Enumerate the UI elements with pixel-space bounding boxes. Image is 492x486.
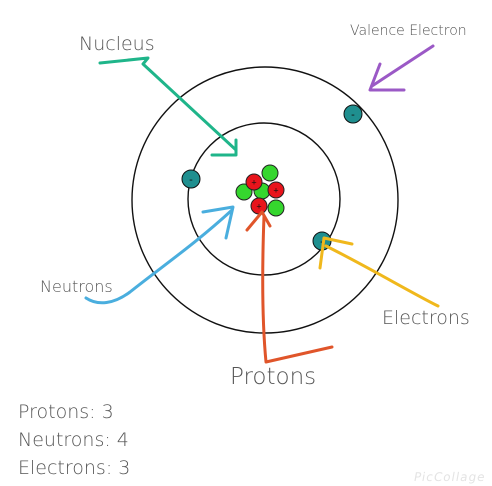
neutron [261, 164, 279, 182]
electron-sign: - [189, 174, 193, 186]
neutrons-count: Neutrons: 4 [18, 429, 129, 451]
atom-stats: Protons: 3 Neutrons: 4 Electrons: 3 [18, 398, 130, 482]
valence-electron-arrow [368, 44, 435, 92]
proton [245, 173, 263, 191]
nucleus: + + + [235, 164, 285, 217]
nucleus-arrow [98, 56, 238, 157]
proton-sign: + [256, 202, 261, 212]
electrons-label: Electrons [382, 307, 470, 329]
neutron [267, 199, 285, 217]
nucleus-label: Nucleus [79, 33, 155, 55]
neutrons-label: Neutrons [40, 277, 113, 296]
proton-sign: + [273, 186, 278, 196]
protons-count: Protons: 3 [18, 401, 114, 423]
electron: - [181, 169, 201, 189]
protons-label: Protons [230, 364, 316, 390]
proton-sign: + [251, 178, 256, 188]
protons-arrow [245, 210, 334, 364]
electron-sign: - [351, 109, 355, 121]
watermark-logo: PicCollage [413, 470, 488, 484]
electrons-arrow [318, 236, 440, 308]
valence-electron: - [343, 104, 363, 124]
electrons-count: Electrons: 3 [18, 457, 131, 479]
proton [267, 181, 285, 199]
valence-electron-label: Valence Electron [350, 23, 467, 39]
neutrons-arrow [84, 205, 235, 305]
